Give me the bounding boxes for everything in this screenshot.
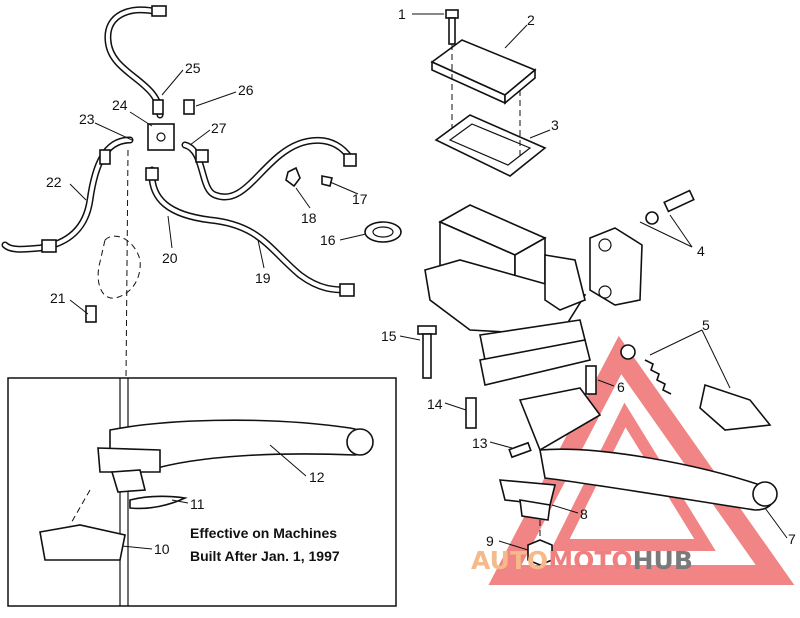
seal-ring-inner (372, 226, 394, 238)
inset-border (7, 377, 397, 607)
pivot-nut (527, 539, 553, 566)
inset-note-line1: Effective on Machines (190, 525, 337, 541)
hose-fitting (195, 149, 209, 163)
hose-assembly (1, 5, 357, 381)
inset-lever-mount (97, 447, 161, 473)
callout-25: 25 (185, 60, 201, 76)
piston-assembly (699, 383, 772, 431)
callout-13: 13 (472, 435, 488, 451)
master-cylinder-assembly (364, 9, 778, 566)
callout-4: 4 (697, 243, 705, 259)
pivot-bolt (465, 397, 477, 429)
callout-5: 5 (702, 317, 710, 333)
lever-pivot-bolt (585, 365, 597, 395)
callout-12: 12 (309, 469, 325, 485)
callout-21: 21 (50, 290, 66, 306)
callout-14: 14 (427, 396, 443, 412)
handlebar-clamp (589, 227, 643, 306)
callout-11: 11 (190, 496, 205, 512)
piston-spring (644, 359, 672, 395)
hose-fitting (339, 283, 355, 297)
callout-15: 15 (381, 328, 397, 344)
callout-9: 9 (486, 533, 494, 549)
watermark-moto: MOTO (548, 546, 632, 575)
hose-fitting (99, 149, 111, 165)
callout-19: 19 (255, 270, 271, 286)
watermark-hub: HUB (633, 546, 693, 575)
lever-ball-end (752, 481, 778, 507)
lever-adjuster (508, 441, 532, 459)
lever-bracket (518, 387, 602, 452)
inset-bracket (110, 469, 147, 493)
hose-fitting (145, 167, 159, 181)
inset-note-line2: Built After Jan. 1, 1997 (190, 548, 340, 564)
junction-port (156, 132, 166, 142)
inset-lever-ball (346, 428, 374, 456)
callout-20: 20 (162, 250, 178, 266)
hose-fitting (343, 153, 357, 167)
clamp-half-fixed (544, 254, 586, 311)
callout-1: 1 (398, 6, 406, 22)
cover-screw (445, 9, 459, 19)
callout-6: 6 (617, 379, 625, 395)
hose-retainer (321, 175, 333, 187)
diaphragm-inner (448, 123, 532, 166)
pivot-screw-shank (422, 333, 432, 379)
cover-screw-shank (448, 17, 456, 45)
piston-washer (620, 344, 636, 360)
clamp-hole (598, 285, 612, 299)
callout-26: 26 (238, 82, 254, 98)
callout-23: 23 (79, 111, 95, 127)
watermark-text: AUTOMOTOHUB (471, 546, 693, 575)
brake-junction-block (147, 123, 175, 151)
hose-fitting (152, 99, 164, 115)
callout-3: 3 (551, 117, 559, 133)
frame-bracket-outline (97, 235, 141, 299)
hose-clip (285, 166, 301, 188)
seal-ring (364, 221, 402, 243)
callout-17: 17 (352, 191, 368, 207)
clamp-hole (598, 238, 612, 252)
callout-16: 16 (320, 232, 336, 248)
clamp-bolt (663, 189, 695, 213)
guide-line (69, 489, 91, 526)
inset-panel (7, 377, 397, 607)
lever-pivot-sleeve (519, 499, 551, 521)
callout-22: 22 (46, 174, 62, 190)
hose-fitting (41, 239, 57, 253)
bleeder-valve (183, 99, 195, 115)
callout-7: 7 (788, 531, 796, 547)
callout-8: 8 (580, 506, 588, 522)
clamp-washer (645, 211, 659, 225)
callout-24: 24 (112, 97, 128, 113)
inset-lever-block (39, 524, 126, 561)
callout-10: 10 (154, 541, 170, 557)
centerline (125, 149, 129, 381)
callout-18: 18 (301, 210, 317, 226)
reservoir-cover-edge (504, 68, 536, 105)
watermark-auto: AUTO (471, 546, 548, 575)
inset-spring-clip (129, 495, 188, 510)
lever-mount (479, 339, 591, 386)
hose-fitting (151, 5, 167, 17)
callout-27: 27 (211, 120, 227, 136)
leader-lines (69, 13, 788, 551)
mounting-bolt (85, 305, 97, 323)
callout-2: 2 (527, 12, 535, 28)
callout-labels: 1 2 3 4 5 6 7 8 9 10 11 12 13 14 15 16 1… (46, 6, 796, 557)
pivot-screw-head (417, 325, 437, 335)
